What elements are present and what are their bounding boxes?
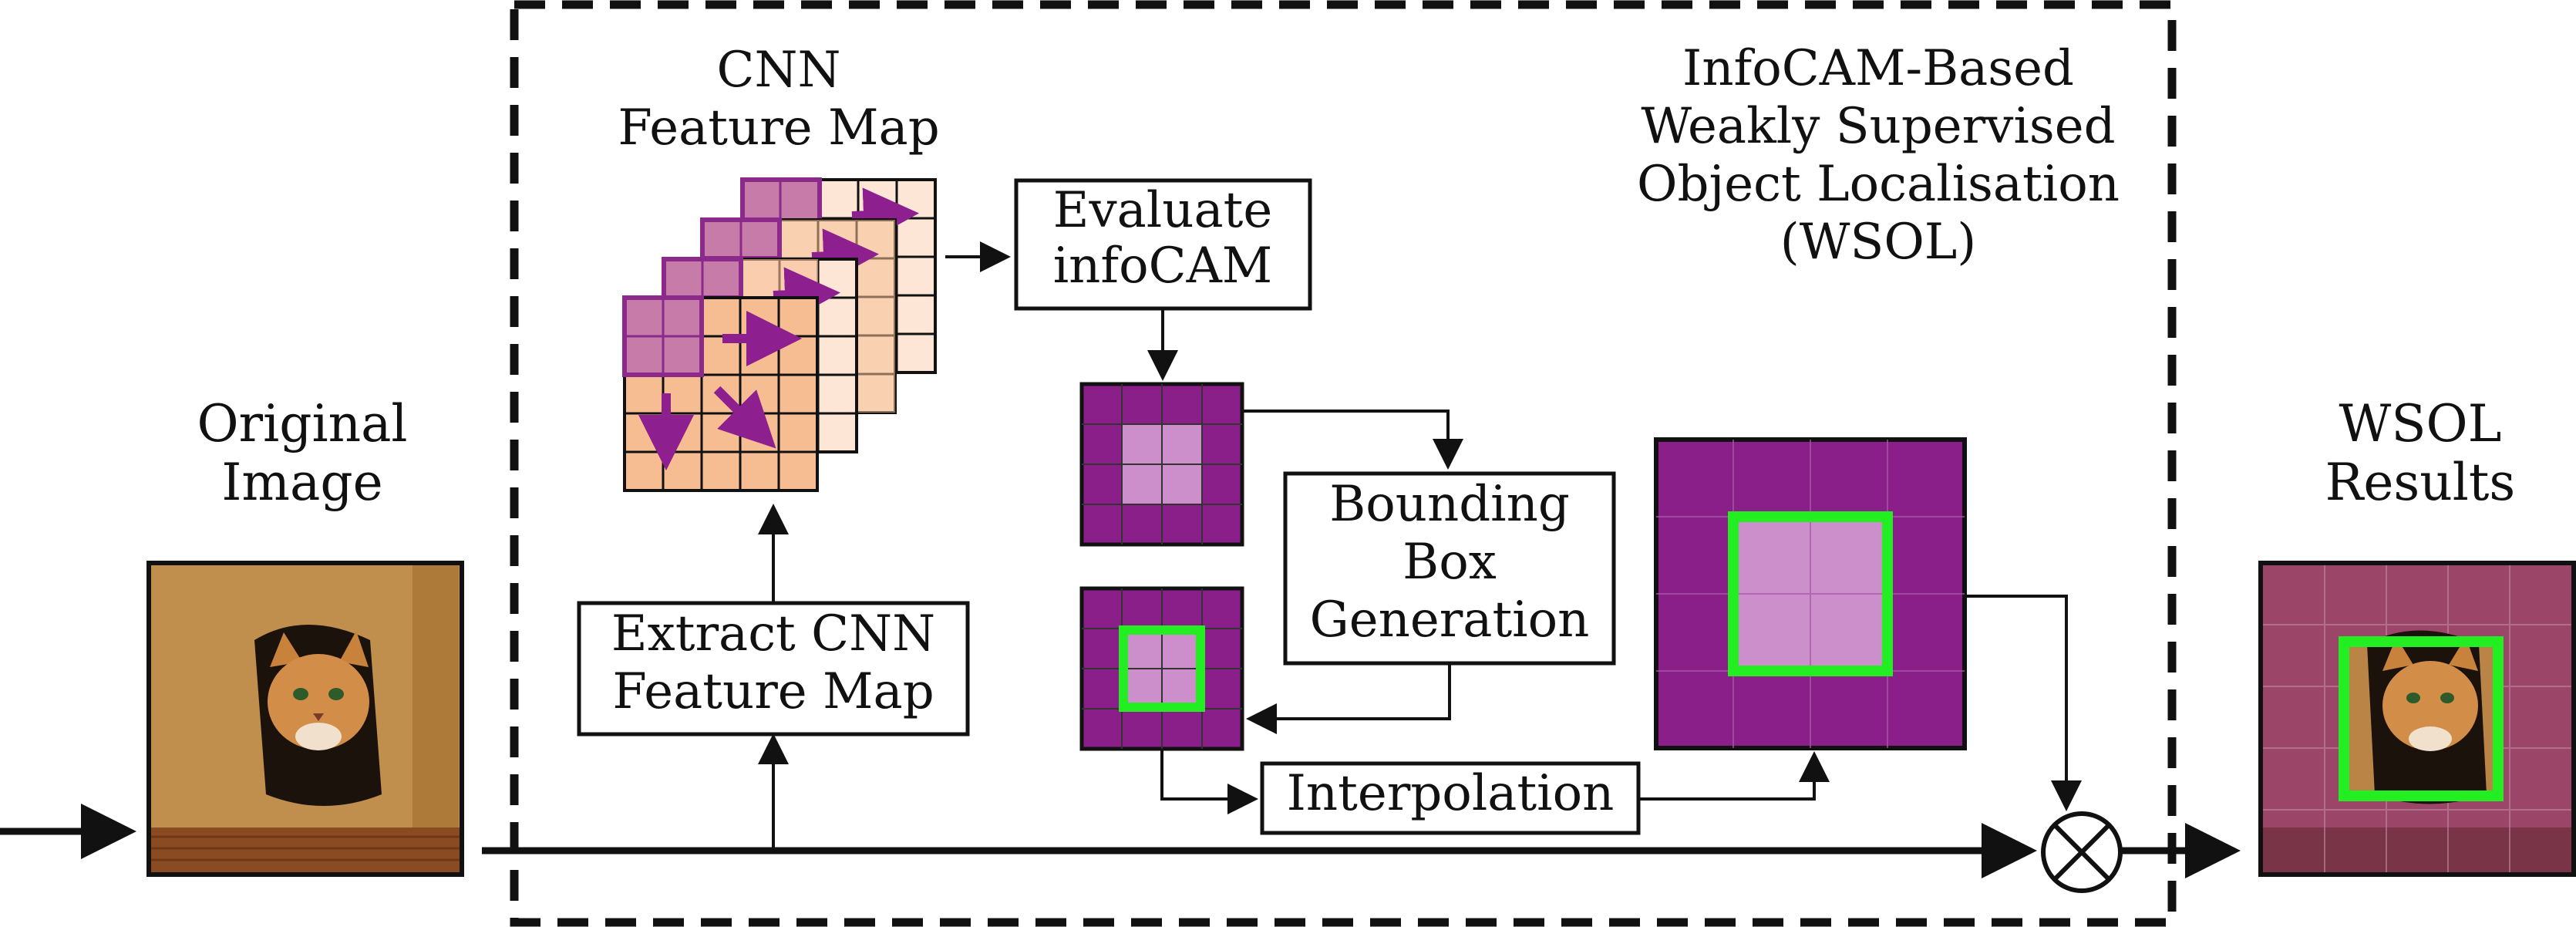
arrow-to-interpolation — [1160, 749, 1258, 814]
original-cat-photo — [146, 561, 464, 877]
feature-map-stack — [622, 177, 937, 492]
infocam-title-line2: Weakly Supervised — [1641, 98, 2115, 155]
original-image-label-line2: Image — [221, 453, 382, 512]
extract-label-line1: Extract CNN — [611, 605, 935, 662]
interpolated-cam-grid — [1654, 437, 1967, 750]
arrow-to-bbox-grid — [1246, 663, 1451, 734]
interpolation-box: Interpolation — [1260, 761, 1641, 835]
arrow-to-bbox — [1242, 410, 1463, 470]
extract-label-line2: Feature Map — [612, 663, 934, 720]
evaluate-label-line1: Evaluate — [1053, 182, 1272, 239]
cnn-label-line1: CNN — [717, 42, 841, 99]
infocam-title-line1: InfoCAM-Based — [1682, 40, 2074, 97]
arrow-to-multiply — [1965, 595, 2082, 811]
evaluate-label-line2: infoCAM — [1053, 238, 1273, 295]
wsol-results-label-line1: WSOL — [2339, 394, 2502, 453]
bbox-label-line2: Box — [1402, 534, 1497, 591]
cat-face-icon — [268, 631, 369, 750]
bbox-small-grid — [1079, 586, 1244, 751]
cnn-label-line2: Feature Map — [618, 99, 939, 157]
infocam-title-line3: Object Localisation — [1637, 156, 2120, 213]
infocam-title-line4: (WSOL) — [1780, 214, 1977, 271]
circled-times-icon — [2041, 811, 2123, 893]
original-image-label-line1: Original — [197, 394, 407, 453]
wsol-result-photo — [2258, 561, 2576, 877]
interpolation-label: Interpolation — [1287, 765, 1615, 822]
bbox-label-line3: Generation — [1310, 592, 1590, 649]
feature-map-layer-front — [622, 295, 819, 492]
evaluate-infocam-box: Evaluate infoCAM — [1014, 178, 1312, 311]
wsol-results-label-line2: Results — [2325, 453, 2516, 512]
wsol-pipeline-frame — [510, 0, 2177, 927]
arrow-to-large-grid — [1638, 751, 1830, 801]
bounding-box-generation-box: Bounding Box Generation — [1283, 471, 1616, 666]
bbox-label-line1: Bounding — [1329, 476, 1570, 533]
infocam-heatmap-grid — [1079, 382, 1244, 547]
extract-cnn-feature-map-box: Extract CNN Feature Map — [577, 601, 970, 737]
